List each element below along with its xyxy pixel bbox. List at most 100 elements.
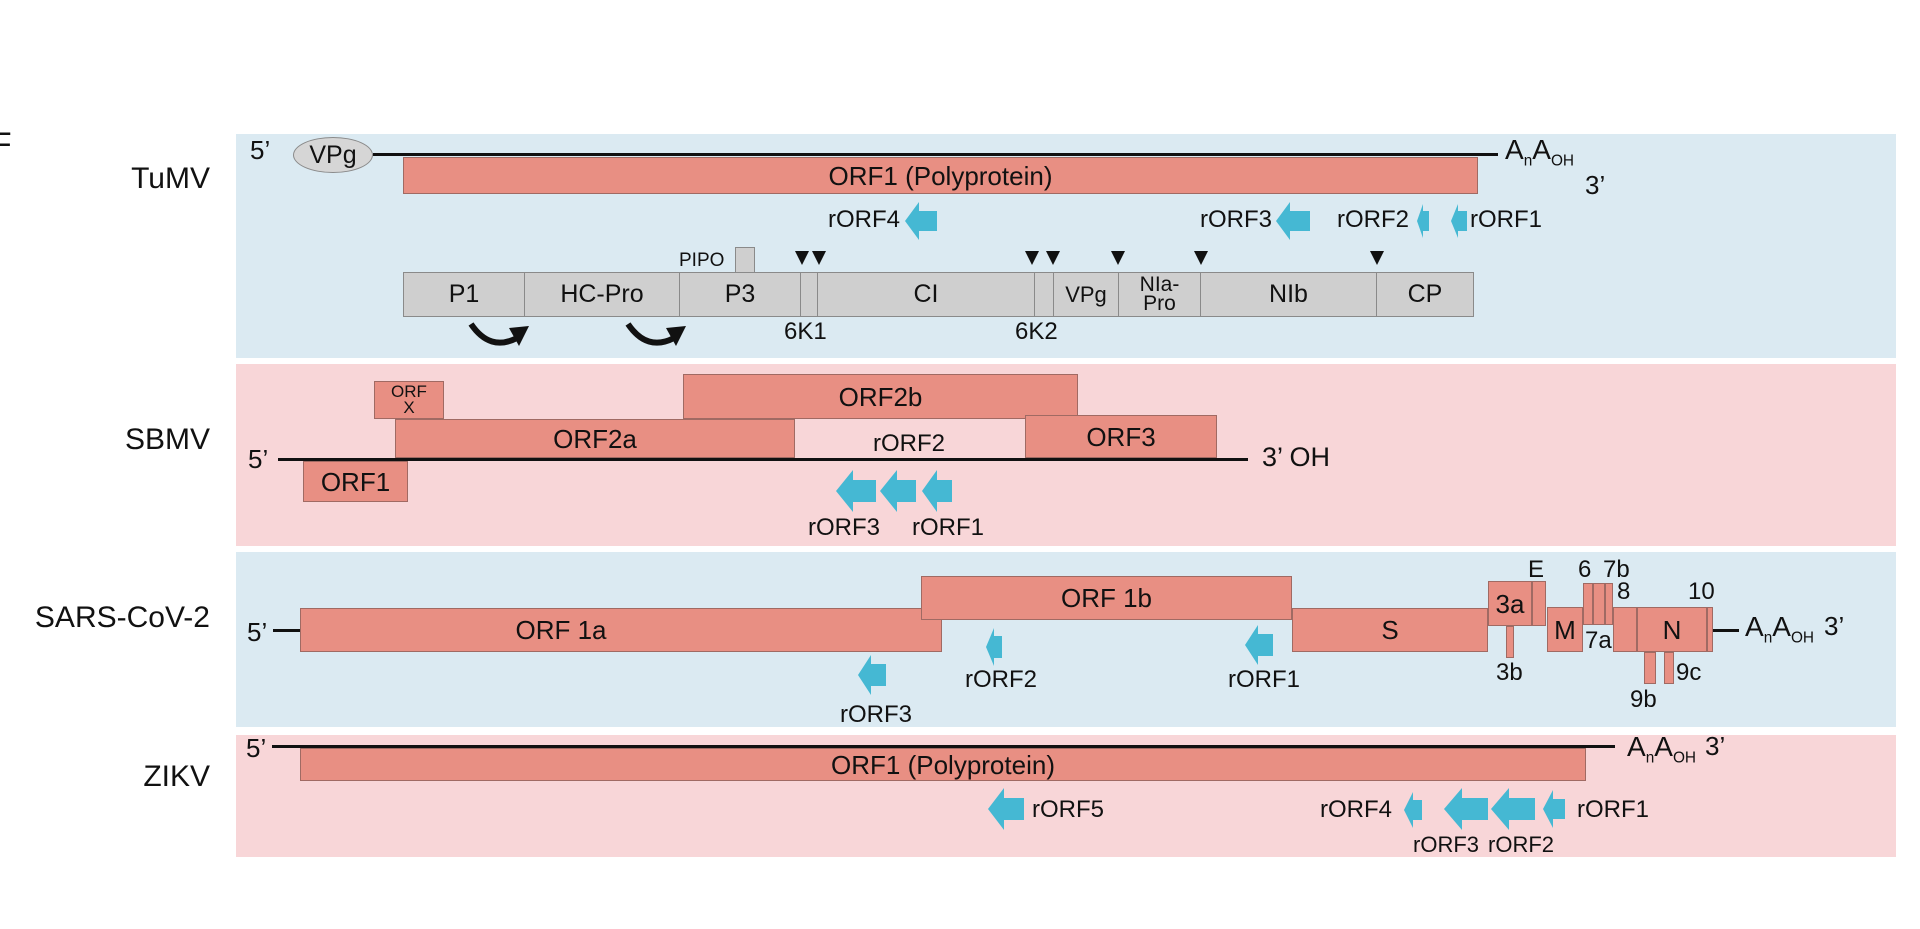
zikv-rorf5-label: rORF5 [1032, 796, 1104, 823]
cleavage-site-marker [1111, 251, 1125, 265]
cleavage-site-marker [812, 251, 826, 265]
sars-tail-line [1713, 629, 1739, 632]
tumv-rorf1-label: rORF1 [1470, 206, 1542, 233]
autocleavage-arrow-icon [468, 322, 529, 346]
tumv-genome-line [373, 153, 1498, 156]
zikv-five-prime: 5’ [246, 733, 267, 763]
tumv-6k1-label: 6K1 [784, 318, 827, 345]
autocleavage-arrow-icon [625, 322, 686, 346]
sars-orf3b [1506, 626, 1514, 658]
sars-s: S [1292, 608, 1488, 652]
tumv-polya-tail: AnAOH [1505, 134, 1575, 170]
sbmv-label: SBMV [124, 423, 210, 456]
tumv-five-prime: 5’ [250, 135, 271, 165]
zikv-rorf1-label: rORF1 [1577, 796, 1649, 823]
zikv-polya-tail: AnAOH [1627, 731, 1697, 767]
tumv-rorf3-arrow [1276, 202, 1310, 240]
tumv-rorf4-arrow [905, 202, 937, 240]
tumv-peptide-6k1 [800, 272, 818, 317]
zikv-rorf3-arrow [1444, 788, 1488, 830]
tumv-pipo-box [735, 247, 755, 273]
tumv-protein-p3: P3 [679, 272, 801, 317]
zikv-rorf2-label: rORF2 [1488, 832, 1554, 857]
tumv-rorf1-arrow [1451, 204, 1467, 238]
zikv-genome-line [272, 745, 1615, 748]
sbmv-orf2b: ORF2b [683, 374, 1078, 419]
sars-rorf1-label: rORF1 [1228, 666, 1300, 693]
tumv-vpg-oval: VPg [293, 137, 373, 173]
cleavage-site-marker [1025, 251, 1039, 265]
sars-n: N [1637, 607, 1707, 652]
sars-rorf1-arrow [1245, 625, 1273, 665]
tumv-protein-nib: NIb [1200, 272, 1377, 317]
sars-rorf2-label: rORF2 [965, 666, 1037, 693]
cleavage-site-marker [1046, 251, 1060, 265]
sbmv-rorf1-arrow [922, 470, 952, 512]
zikv-three-prime: 3’ [1705, 731, 1726, 761]
sars-five-prime: 5’ [247, 617, 268, 647]
sbmv-rorf2-arrow [880, 470, 916, 512]
tumv-protein-hc-pro: HC-Pro [524, 272, 680, 317]
sars-orf7a [1593, 583, 1605, 625]
sars-orf9b [1644, 652, 1656, 684]
sars-orf8-label: 8 [1617, 578, 1631, 605]
tumv-protein-cp: CP [1376, 272, 1474, 317]
tumv-pipo-label: PIPO [679, 250, 725, 271]
tumv-label: TuMV [131, 162, 210, 195]
tumv-protein-vpg: VPg [1053, 272, 1119, 317]
zikv-rorf1-arrow [1543, 790, 1565, 828]
sars-orf1a: ORF 1a [300, 608, 942, 652]
sbmv-five-prime: 5’ [248, 444, 269, 474]
tumv-rorf2-arrow [1417, 204, 1429, 238]
sbmv-rorf2-label: rORF2 [873, 430, 945, 457]
zikv-orf1: ORF1 (Polyprotein) [300, 748, 1586, 781]
sars-polya-tail: AnAOH [1745, 611, 1815, 647]
sbmv-orf1: ORF1 [303, 461, 408, 502]
cleavage-site-marker [1194, 251, 1208, 265]
sars-e [1532, 581, 1546, 626]
sars-m: M [1547, 607, 1583, 652]
sbmv-rorf3-arrow [836, 470, 876, 512]
tumv-rorf3-label: rORF3 [1200, 206, 1272, 233]
sars-orf9b-label: 9b [1630, 686, 1657, 713]
sars-orf9c-label: 9c [1676, 659, 1702, 686]
sbmv-three-prime: 3’ OH [1262, 442, 1331, 472]
sars-rorf3-arrow [858, 655, 886, 695]
tumv-protein-p1: P1 [403, 272, 525, 317]
tumv-6k2-label: 6K2 [1015, 318, 1058, 345]
tumv-peptide-6k2 [1034, 272, 1054, 317]
sbmv-orf2a: ORF2a [395, 419, 795, 458]
sbmv-orfx: ORF X [374, 381, 444, 419]
sars-orf6-label: 6 [1578, 556, 1592, 583]
zikv-rorf3-label: rORF3 [1413, 832, 1479, 857]
tumv-rorf4-label: rORF4 [828, 206, 900, 233]
sars-orf8 [1613, 607, 1637, 652]
sars-orf9c [1664, 652, 1674, 684]
sbmv-orf3: ORF3 [1025, 415, 1217, 458]
zikv-rorf5-arrow [988, 788, 1024, 830]
zikv-rorf4-label: rORF4 [1320, 796, 1392, 823]
cleavage-site-marker [1370, 251, 1384, 265]
tumv-orf1: ORF1 (Polyprotein) [403, 157, 1478, 194]
sars-label: SARS-CoV-2 [34, 601, 210, 634]
sars-e-label: E [1528, 556, 1545, 583]
sars-orf10 [1707, 607, 1713, 652]
sars-rorf3-label: rORF3 [840, 701, 912, 728]
sars-orf10-label: 10 [1688, 578, 1715, 605]
sars-orf7b [1605, 583, 1613, 625]
sars-orf7a-label: 7a [1585, 627, 1612, 654]
tumv-protein-ci: CI [817, 272, 1035, 317]
cleavage-site-marker [795, 251, 809, 265]
sars-genome-line [273, 629, 303, 632]
sbmv-rorf3-label: rORF3 [808, 514, 880, 541]
sars-three-prime: 3’ [1824, 611, 1845, 641]
zikv-label: ZIKV [143, 760, 210, 793]
tumv-rorf2-label: rORF2 [1337, 206, 1409, 233]
sars-orf7b-label: 7b [1603, 556, 1630, 583]
sbmv-genome-line [278, 458, 1248, 461]
zikv-rorf2-arrow [1491, 788, 1535, 830]
sars-orf6 [1583, 583, 1593, 625]
sars-orf3b-label: 3b [1496, 659, 1523, 686]
sars-rorf2-arrow [986, 628, 1002, 666]
sbmv-rorf1-label: rORF1 [912, 514, 984, 541]
